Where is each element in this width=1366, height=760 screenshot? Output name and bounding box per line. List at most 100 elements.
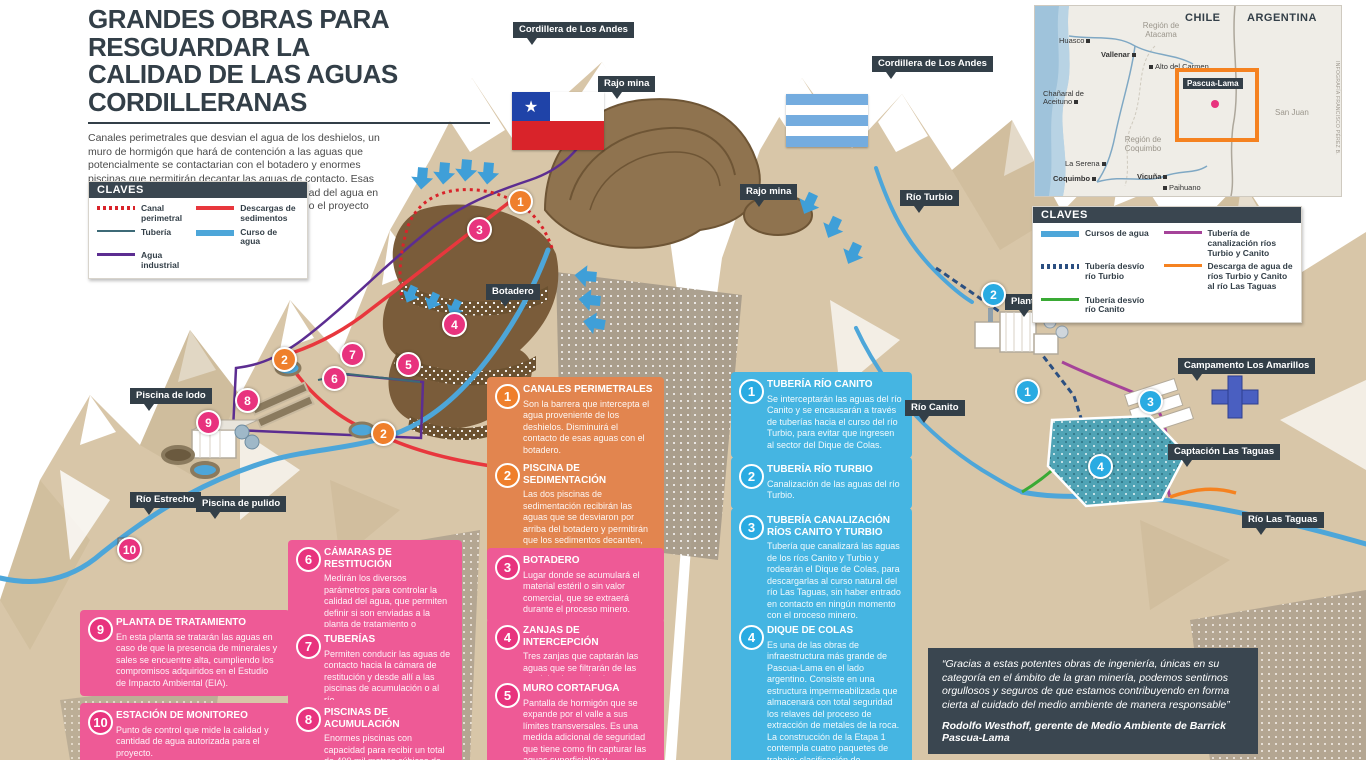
marker-piscinas-acumulacion: 8 bbox=[235, 388, 260, 413]
descarga-taguas-line bbox=[1169, 487, 1237, 499]
marker-estacion-monitoreo: 10 bbox=[117, 537, 142, 562]
camp-cross-building bbox=[1211, 375, 1259, 419]
argentina-flag bbox=[786, 94, 868, 147]
desvio-turbio-swatch bbox=[1041, 264, 1079, 270]
descargas-swatch bbox=[196, 206, 235, 210]
polish-pool bbox=[190, 461, 220, 479]
callout-estacion-monitoreo: 10 ESTACIÓN DE MONITOREO Punto de contro… bbox=[80, 703, 290, 760]
callout-number: 6 bbox=[296, 547, 321, 572]
label-rio-canito: Río Canito bbox=[905, 400, 965, 423]
botadero-mound bbox=[382, 204, 559, 440]
marker-dique-colas: 4 bbox=[1088, 454, 1113, 479]
desvio-canito-swatch bbox=[1041, 297, 1079, 301]
callout-title: CANALES PERIMETRALES bbox=[523, 384, 653, 395]
callout-number: 5 bbox=[495, 683, 520, 708]
facilities bbox=[117, 308, 1259, 551]
callout-body: Tubería que canalizará las aguas de los … bbox=[767, 541, 901, 621]
legend-item-canalizacion: Tubería de canalización ríos Turbio y Ca… bbox=[1163, 228, 1293, 258]
title-divider bbox=[88, 122, 490, 125]
quote-author: Rodolfo Westhoff, gerente de Medio Ambie… bbox=[942, 719, 1226, 744]
legend-item-descarga-taguas: Descarga de agua de ríos Turbio y Canito… bbox=[1163, 261, 1293, 291]
callout-title: TUBERÍAS bbox=[324, 634, 376, 645]
marker-piscina-sedimentacion-2: 2 bbox=[371, 421, 396, 446]
label-rio-las-taguas: Río Las Taguas bbox=[1242, 512, 1324, 535]
callout-title: DIQUE DE COLAS bbox=[767, 625, 854, 636]
map-zoom-rectangle bbox=[1175, 68, 1259, 142]
label-cordillera-right: Cordillera de Los Andes bbox=[872, 56, 993, 79]
legend-label: Tubería desvío río Turbio bbox=[1085, 261, 1145, 282]
legend-label: Tubería desvío río Canito bbox=[1085, 294, 1145, 315]
map-city-altocarmen: Alto del Carmen bbox=[1147, 62, 1209, 71]
callout-body: Pantalla de hormigón que se expande por … bbox=[523, 697, 647, 760]
legend-label: Tubería bbox=[141, 226, 172, 237]
label-piscina-lodo: Piscina de lodo bbox=[130, 388, 212, 411]
callout-piscinas-acumulacion: 8 PISCINAS DE ACUMULACIÓN Enormes piscin… bbox=[288, 700, 462, 760]
legend-item-cursos-agua: Cursos de agua bbox=[1041, 228, 1154, 258]
callout-body: Es una de las obras de infraestructura m… bbox=[767, 639, 900, 760]
map-city-coquimbo: Coquimbo bbox=[1053, 174, 1098, 183]
callout-title: ZANJAS DE INTERCEPCIÓN bbox=[523, 625, 599, 648]
legend-label: Agua industrial bbox=[141, 250, 180, 270]
map-city-laserena: La Serena bbox=[1065, 159, 1108, 168]
callout-body: Punto de control que mide la calidad y c… bbox=[116, 724, 269, 758]
marker-tuberia-turbio: 2 bbox=[981, 282, 1006, 307]
legend-label: Curso de agua bbox=[240, 226, 278, 247]
marker-camaras-restitucion: 6 bbox=[322, 366, 347, 391]
legend-item-tuberia: Tubería bbox=[97, 226, 186, 248]
callout-body: Canalización de las aguas del río Turbio… bbox=[767, 478, 900, 501]
rio-estrecho-river bbox=[0, 247, 551, 585]
callout-body: Lugar donde se acumulará el material est… bbox=[523, 569, 640, 615]
map-geography bbox=[1035, 6, 1237, 196]
label-rio-turbio: Río Turbio bbox=[900, 190, 959, 213]
callout-title: BOTADERO bbox=[523, 555, 580, 566]
canal-perimetral-line bbox=[398, 188, 554, 301]
callout-tuberia-turbio: 2 TUBERÍA RÍO TURBIO Canalización de las… bbox=[731, 457, 912, 509]
cursos-agua-swatch bbox=[1041, 231, 1079, 237]
callout-number: 3 bbox=[739, 515, 764, 540]
marker-tuberia-canito: 1 bbox=[1015, 379, 1040, 404]
map-region-sanjuan: San Juan bbox=[1275, 108, 1309, 117]
tailings-dam-lake bbox=[1046, 414, 1188, 508]
label-rio-estrecho: Río Estrecho bbox=[130, 492, 201, 515]
map-country-argentina: ARGENTINA bbox=[1247, 12, 1317, 24]
map-region-coquimbo: Región de Coquimbo bbox=[1124, 135, 1162, 153]
map-city-paihuano: Paihuano bbox=[1161, 183, 1201, 192]
legend-item-descargas: Descargas de sedimentos bbox=[196, 203, 299, 224]
callout-number: 2 bbox=[739, 464, 764, 489]
mud-pool bbox=[161, 445, 195, 465]
callout-title: PISCINAS DE ACUMULACIÓN bbox=[324, 707, 400, 730]
tuberia-swatch bbox=[97, 229, 135, 232]
map-site-dot bbox=[1211, 100, 1219, 108]
quote-box: “Gracias a estas potentes obras de ingen… bbox=[928, 648, 1258, 754]
callout-body: Son la barrera que intercepta el agua pr… bbox=[523, 398, 650, 455]
callout-number: 9 bbox=[88, 617, 113, 642]
callout-number: 7 bbox=[296, 634, 321, 659]
legend-argentina-title: CLAVES bbox=[1033, 207, 1301, 223]
callout-title: TUBERÍA RÍO CANITO bbox=[767, 379, 873, 390]
location-map-inset: CHILE ARGENTINA Región de Atacama Región… bbox=[1034, 5, 1342, 197]
callout-number: 3 bbox=[495, 555, 520, 580]
callout-canales-perimetrales: 1 CANALES PERIMETRALES Son la barrera qu… bbox=[487, 377, 664, 464]
label-botadero: Botadero bbox=[486, 284, 540, 307]
legend-item-desvio-turbio: Tubería desvío río Turbio bbox=[1041, 262, 1154, 291]
marker-canales-perimetrales: 1 bbox=[508, 189, 533, 214]
callout-canalizacion-rios: 3 TUBERÍA CANALIZACIÓN RÍOS CANITO Y TUR… bbox=[731, 508, 912, 629]
marker-muro-cortafuga: 5 bbox=[396, 352, 421, 377]
callout-number: 1 bbox=[739, 379, 764, 404]
marker-zanjas: 4 bbox=[442, 312, 467, 337]
label-captacion-taguas: Captación Las Taguas bbox=[1168, 444, 1281, 467]
callout-body: Enormes piscinas con capacidad para reci… bbox=[324, 733, 445, 760]
callout-planta-tratamiento: 9 PLANTA DE TRATAMIENTO En esta planta s… bbox=[80, 610, 290, 697]
snowmelt-arrows bbox=[402, 159, 864, 335]
curso-agua-swatch bbox=[196, 229, 235, 236]
legend-label: Tubería de canalización ríos Turbio y Ca… bbox=[1207, 228, 1277, 258]
map-city-huasco: Huasco bbox=[1059, 36, 1092, 45]
agua-industrial-swatch bbox=[97, 253, 135, 257]
map-region-atacama: Región de Atacama bbox=[1142, 21, 1180, 39]
callout-tuberias: 7 TUBERÍAS Permiten conducir las aguas d… bbox=[288, 627, 462, 714]
legend-chile: CLAVES Canal perimetral Descargas de sed… bbox=[88, 181, 308, 279]
page-title: GRANDES OBRAS PARA RESGUARDAR LA CALIDAD… bbox=[88, 5, 498, 116]
legend-item-desvio-canito: Tubería desvío río Canito bbox=[1041, 294, 1154, 316]
rio-canito-river bbox=[854, 326, 1024, 494]
